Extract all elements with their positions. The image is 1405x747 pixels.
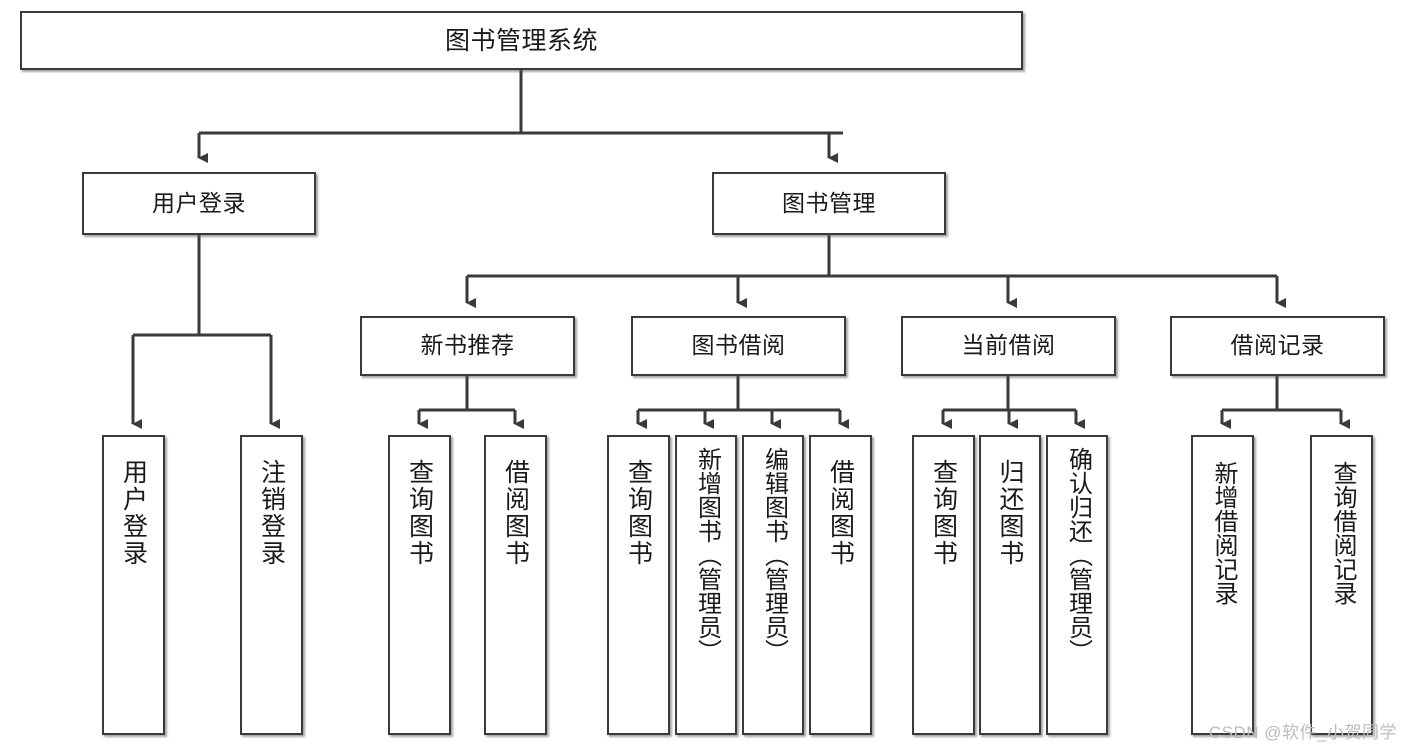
node-leaf-borrow-book-2-label: 借阅图书 xyxy=(826,459,855,567)
csdn-watermark: CSDN @软件_小贺同学 xyxy=(1208,723,1397,742)
node-leaf-return-book-label: 归还图书 xyxy=(996,459,1024,567)
node-borrow-record[interactable]: 借阅记录 xyxy=(1170,316,1385,376)
node-leaf-query-book-1[interactable]: 查询图书 xyxy=(388,435,451,735)
node-current-borrow-label: 当前借阅 xyxy=(961,332,1056,359)
node-leaf-user-login[interactable]: 用户登录 xyxy=(102,435,165,735)
node-leaf-edit-book-label: 编辑图书（管理员） xyxy=(760,447,788,663)
node-new-book-rec-label: 新书推荐 xyxy=(420,332,515,359)
node-leaf-query-book-3-label: 查询图书 xyxy=(929,459,958,567)
node-leaf-confirm-return-label: 确认归还（管理员） xyxy=(1064,447,1092,663)
node-borrow-record-label: 借阅记录 xyxy=(1230,332,1325,359)
node-leaf-confirm-return[interactable]: 确认归还（管理员） xyxy=(1046,435,1108,735)
node-leaf-return-book[interactable]: 归还图书 xyxy=(979,435,1041,735)
node-leaf-user-login-label: 用户登录 xyxy=(119,459,148,567)
node-root-label: 图书管理系统 xyxy=(444,26,598,55)
node-leaf-query-book-2[interactable]: 查询图书 xyxy=(607,435,670,735)
node-leaf-add-book[interactable]: 新增图书（管理员） xyxy=(675,435,737,735)
node-book-manage[interactable]: 图书管理 xyxy=(712,172,946,235)
node-leaf-add-record[interactable]: 新增借阅记录 xyxy=(1191,435,1254,735)
node-book-manage-label: 图书管理 xyxy=(782,189,876,216)
node-root[interactable]: 图书管理系统 xyxy=(20,11,1023,70)
node-leaf-query-book-2-label: 查询图书 xyxy=(624,459,653,567)
node-new-book-rec[interactable]: 新书推荐 xyxy=(360,316,575,376)
node-leaf-query-book-3[interactable]: 查询图书 xyxy=(912,435,975,735)
node-book-borrow[interactable]: 图书借阅 xyxy=(631,316,846,376)
node-leaf-add-record-label: 新增借阅记录 xyxy=(1209,461,1237,605)
node-user-login-label: 用户登录 xyxy=(152,189,246,216)
node-leaf-borrow-book-1-label: 借阅图书 xyxy=(501,459,530,567)
node-leaf-logout-label: 注销登录 xyxy=(257,459,286,567)
node-leaf-query-record-label: 查询借阅记录 xyxy=(1328,461,1356,605)
node-leaf-logout[interactable]: 注销登录 xyxy=(240,435,303,735)
node-leaf-query-book-1-label: 查询图书 xyxy=(405,459,434,567)
node-user-login[interactable]: 用户登录 xyxy=(82,172,316,235)
node-leaf-borrow-book-2[interactable]: 借阅图书 xyxy=(809,435,872,735)
node-book-borrow-label: 图书借阅 xyxy=(691,332,786,359)
node-leaf-query-record[interactable]: 查询借阅记录 xyxy=(1310,435,1373,735)
node-current-borrow[interactable]: 当前借阅 xyxy=(901,316,1116,376)
node-leaf-borrow-book-1[interactable]: 借阅图书 xyxy=(484,435,547,735)
node-leaf-edit-book[interactable]: 编辑图书（管理员） xyxy=(742,435,804,735)
node-leaf-add-book-label: 新增图书（管理员） xyxy=(693,447,721,663)
